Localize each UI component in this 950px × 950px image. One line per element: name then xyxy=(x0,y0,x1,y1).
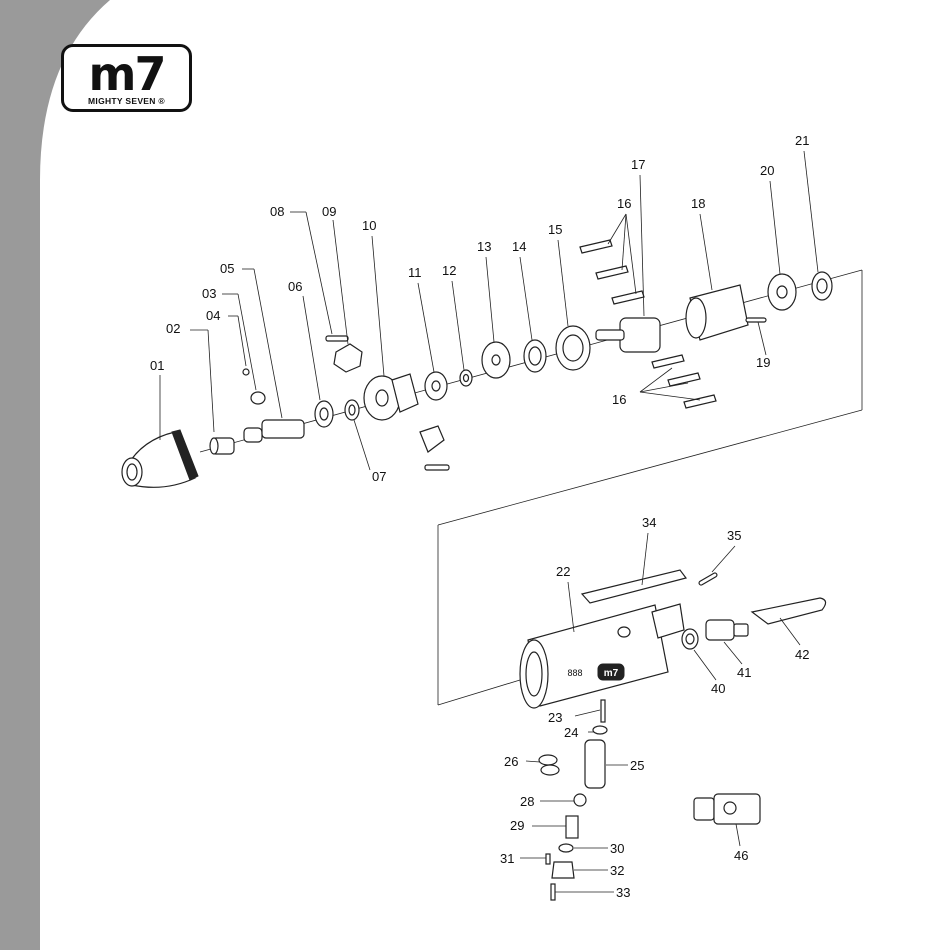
part-02 xyxy=(210,438,234,454)
callout-32: 32 xyxy=(610,863,624,878)
part-30 xyxy=(559,844,573,852)
callout-15: 15 xyxy=(548,222,562,237)
housing-marking: 888 xyxy=(567,668,582,678)
part-24 xyxy=(593,726,607,734)
callout-05: 05 xyxy=(220,261,234,276)
callout-46: 46 xyxy=(734,848,748,863)
callout-labels: 01 02 03 04 05 06 07 08 09 10 11 12 13 1… xyxy=(150,133,809,900)
part-05 xyxy=(244,420,304,442)
part-03 xyxy=(251,392,265,404)
part-09 xyxy=(334,344,362,372)
part-18-cylinder xyxy=(686,285,748,340)
callout-16-lower: 16 xyxy=(612,392,626,407)
callout-17: 17 xyxy=(631,157,645,172)
callout-09: 09 xyxy=(322,204,336,219)
callout-18: 18 xyxy=(691,196,705,211)
callout-22: 22 xyxy=(556,564,570,579)
callout-01: 01 xyxy=(150,358,164,373)
part-25 xyxy=(585,740,605,788)
callout-28: 28 xyxy=(520,794,534,809)
part-08 xyxy=(326,336,348,341)
callout-21: 21 xyxy=(795,133,809,148)
callout-12: 12 xyxy=(442,263,456,278)
callout-24: 24 xyxy=(564,725,578,740)
callout-20: 20 xyxy=(760,163,774,178)
callout-14: 14 xyxy=(512,239,526,254)
part-06 xyxy=(315,401,333,427)
part-29 xyxy=(566,816,578,838)
callout-06: 06 xyxy=(288,279,302,294)
part-07 xyxy=(345,400,359,420)
part-22-housing: m7 888 xyxy=(520,604,684,708)
part-28 xyxy=(574,794,586,806)
callout-19: 19 xyxy=(756,355,770,370)
housing-badge: m7 xyxy=(604,668,619,679)
part-17-rotor xyxy=(596,318,660,352)
part-19 xyxy=(746,318,766,322)
callout-11: 11 xyxy=(408,265,422,280)
part-16-vanes-upper xyxy=(580,240,644,304)
callout-02: 02 xyxy=(166,321,180,336)
callout-08: 08 xyxy=(270,204,284,219)
callout-34: 34 xyxy=(642,515,656,530)
callout-42: 42 xyxy=(795,647,809,662)
callout-10: 10 xyxy=(362,218,376,233)
part-23 xyxy=(601,700,605,722)
part-21 xyxy=(812,272,832,300)
callout-04: 04 xyxy=(206,308,220,323)
part-32 xyxy=(552,862,574,878)
part-04 xyxy=(243,369,249,375)
part-35 xyxy=(698,572,717,585)
callout-03: 03 xyxy=(202,286,216,301)
callout-31: 31 xyxy=(500,851,514,866)
part-20 xyxy=(768,274,796,310)
part-14 xyxy=(524,340,546,372)
callout-13: 13 xyxy=(477,239,491,254)
part-12 xyxy=(460,370,472,386)
part-34-lever xyxy=(582,570,686,603)
upper-frame xyxy=(200,270,862,525)
callout-26: 26 xyxy=(504,754,518,769)
part-42-clip xyxy=(752,598,826,624)
callout-33: 33 xyxy=(616,885,630,900)
callout-07: 07 xyxy=(372,469,386,484)
part-15 xyxy=(556,326,590,370)
part-41 xyxy=(706,620,748,640)
leader-lines xyxy=(160,151,818,892)
part-31 xyxy=(546,854,550,864)
lower-frame xyxy=(438,525,520,705)
part-13 xyxy=(482,342,510,378)
callout-16-upper: 16 xyxy=(617,196,631,211)
part-11 xyxy=(425,372,447,400)
callout-23: 23 xyxy=(548,710,562,725)
part-40 xyxy=(682,629,698,649)
callout-25: 25 xyxy=(630,758,644,773)
part-26 xyxy=(539,755,557,765)
part-46-swivel xyxy=(694,794,760,824)
callout-29: 29 xyxy=(510,818,524,833)
callout-41: 41 xyxy=(737,665,751,680)
callout-30: 30 xyxy=(610,841,624,856)
part-16-vanes-lower xyxy=(652,355,716,408)
part-33 xyxy=(551,884,555,900)
callout-35: 35 xyxy=(727,528,741,543)
callout-40: 40 xyxy=(711,681,725,696)
